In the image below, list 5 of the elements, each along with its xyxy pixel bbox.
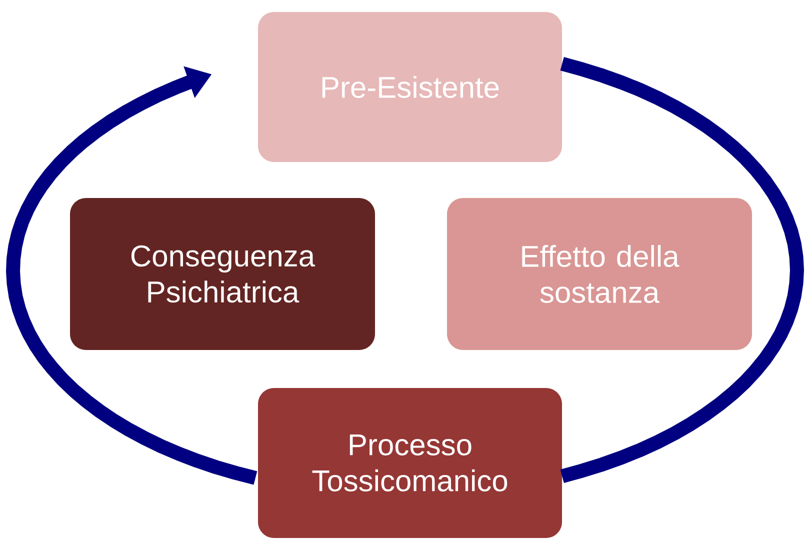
cycle-arrow — [6, 66, 258, 485]
process-box: Processo Tossicomanico — [258, 388, 562, 538]
process-box: Conseguenza Psichiatrica — [70, 198, 375, 350]
process-box: Pre-Esistente — [258, 12, 562, 162]
process-box: Effetto della sostanza — [447, 198, 752, 350]
